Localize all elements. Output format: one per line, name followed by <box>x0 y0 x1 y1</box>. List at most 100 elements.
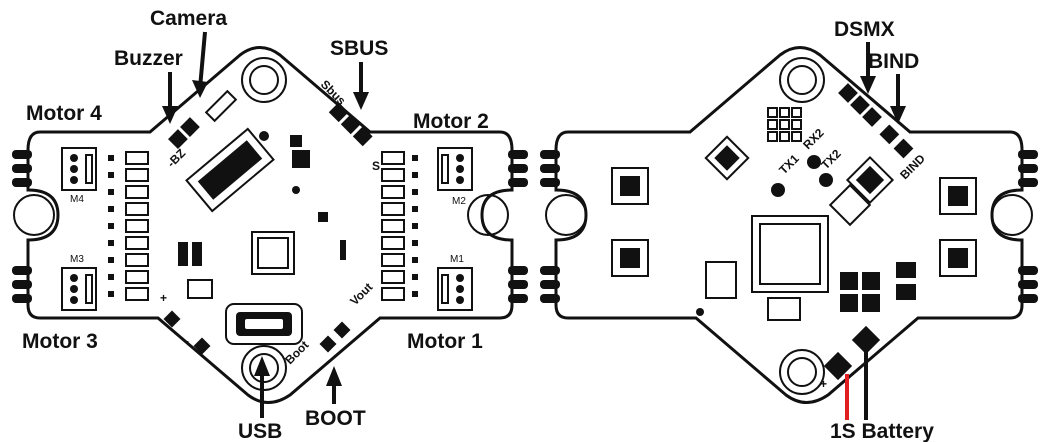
grid-pad <box>791 107 802 118</box>
buzzer-pads <box>168 117 200 149</box>
pad <box>108 240 114 246</box>
pad <box>412 206 418 212</box>
rx2-pad <box>807 155 821 169</box>
motor2-pads <box>508 150 528 187</box>
r-mount-hole-left <box>545 194 587 236</box>
resistor <box>125 236 149 250</box>
vbat-pad-plus <box>163 310 181 328</box>
label-motor2: Motor 2 <box>413 110 489 133</box>
grid-pad <box>779 131 790 142</box>
resistor <box>381 185 405 199</box>
resistor <box>381 219 405 233</box>
esc-chip-1 <box>611 167 649 205</box>
pad <box>108 155 114 161</box>
grid-pad <box>767 131 778 142</box>
tx1-pad <box>771 183 785 197</box>
label-sbus: SBUS <box>330 37 388 60</box>
motor2-connector <box>437 147 473 191</box>
motor4-connector <box>61 147 97 191</box>
arrowhead-buzzer <box>162 106 178 124</box>
resistor <box>125 185 149 199</box>
r-grid-pads <box>767 107 802 142</box>
pad <box>108 274 114 280</box>
label-motor1: Motor 1 <box>407 330 483 353</box>
pad <box>412 223 418 229</box>
resistor <box>125 270 149 284</box>
pad-a <box>290 135 302 147</box>
sbus-pads <box>328 102 373 147</box>
silk-s: S <box>372 159 380 173</box>
usb-connector <box>225 303 303 345</box>
resistor <box>381 253 405 267</box>
cap-1 <box>178 242 188 266</box>
r-via <box>696 308 704 316</box>
motor1-pads <box>508 266 528 303</box>
pad <box>412 172 418 178</box>
resistor <box>381 168 405 182</box>
pad <box>108 291 114 297</box>
arrowhead-boot <box>326 366 342 386</box>
pad <box>108 172 114 178</box>
pwr-pad-6 <box>896 284 916 300</box>
label-usb: USB <box>238 420 282 442</box>
grid-pad <box>767 119 778 130</box>
left-board: M4 M3 M2 M1 <box>12 7 528 442</box>
pad-c <box>318 212 328 222</box>
esc-chip-4 <box>939 239 977 277</box>
grid-pad <box>767 107 778 118</box>
pad <box>108 223 114 229</box>
motor1-connector <box>437 267 473 311</box>
silk-plus-left: + <box>160 291 167 305</box>
boot-pad <box>319 335 337 353</box>
pwr-pad-4 <box>862 294 880 312</box>
left-esc-components <box>108 151 149 301</box>
esc-chip-3 <box>939 177 977 215</box>
r-reg-chip <box>845 155 895 205</box>
resistor <box>125 219 149 233</box>
right-esc-components <box>381 151 418 301</box>
label-dsmx: DSMX <box>834 18 895 41</box>
silk-m4: M4 <box>70 194 84 205</box>
silk-m3: M3 <box>70 254 84 265</box>
motor3-connector <box>61 267 97 311</box>
chip-small <box>187 279 213 299</box>
r-mount-hole-bottom-inner <box>787 357 817 387</box>
silk-m1: M1 <box>450 254 464 265</box>
mount-hole-top <box>241 57 287 103</box>
pad <box>108 257 114 263</box>
arrowhead-sbus <box>353 92 369 110</box>
r-chip-outline <box>705 261 737 299</box>
grid-pad <box>791 131 802 142</box>
pad <box>412 240 418 246</box>
label-bind: BIND <box>868 50 919 73</box>
esc-chip-2 <box>611 239 649 277</box>
pwr-pad-3 <box>840 294 858 312</box>
arrowhead-bind <box>890 106 906 124</box>
label-battery: 1S Battery <box>830 420 934 442</box>
mount-hole-top-inner <box>249 65 279 95</box>
pad <box>108 206 114 212</box>
battery-pad-positive <box>823 351 853 381</box>
label-camera: Camera <box>150 7 227 30</box>
resistor <box>125 287 149 301</box>
arrow-camera <box>198 31 207 89</box>
pad <box>412 155 418 161</box>
label-motor3: Motor 3 <box>22 330 98 353</box>
via-1 <box>292 186 300 194</box>
pad <box>412 189 418 195</box>
gyro-chip <box>704 135 750 181</box>
arrowhead-dsmx <box>860 76 876 94</box>
label-boot: BOOT <box>305 407 366 430</box>
mount-hole-right <box>467 194 509 236</box>
label-buzzer: Buzzer <box>114 47 183 70</box>
motor4-pads <box>12 150 32 187</box>
silk-m2: M2 <box>452 196 466 207</box>
resistor <box>381 236 405 250</box>
label-motor4: Motor 4 <box>26 102 102 125</box>
right-board: RX2 TX2 TX1 BIND + DSMX BIND <box>540 18 1038 442</box>
pad <box>412 274 418 280</box>
motor3-pads <box>12 266 32 303</box>
main-mcu <box>751 215 829 293</box>
pad-b <box>292 150 310 168</box>
battery-pad-negative <box>851 325 881 355</box>
